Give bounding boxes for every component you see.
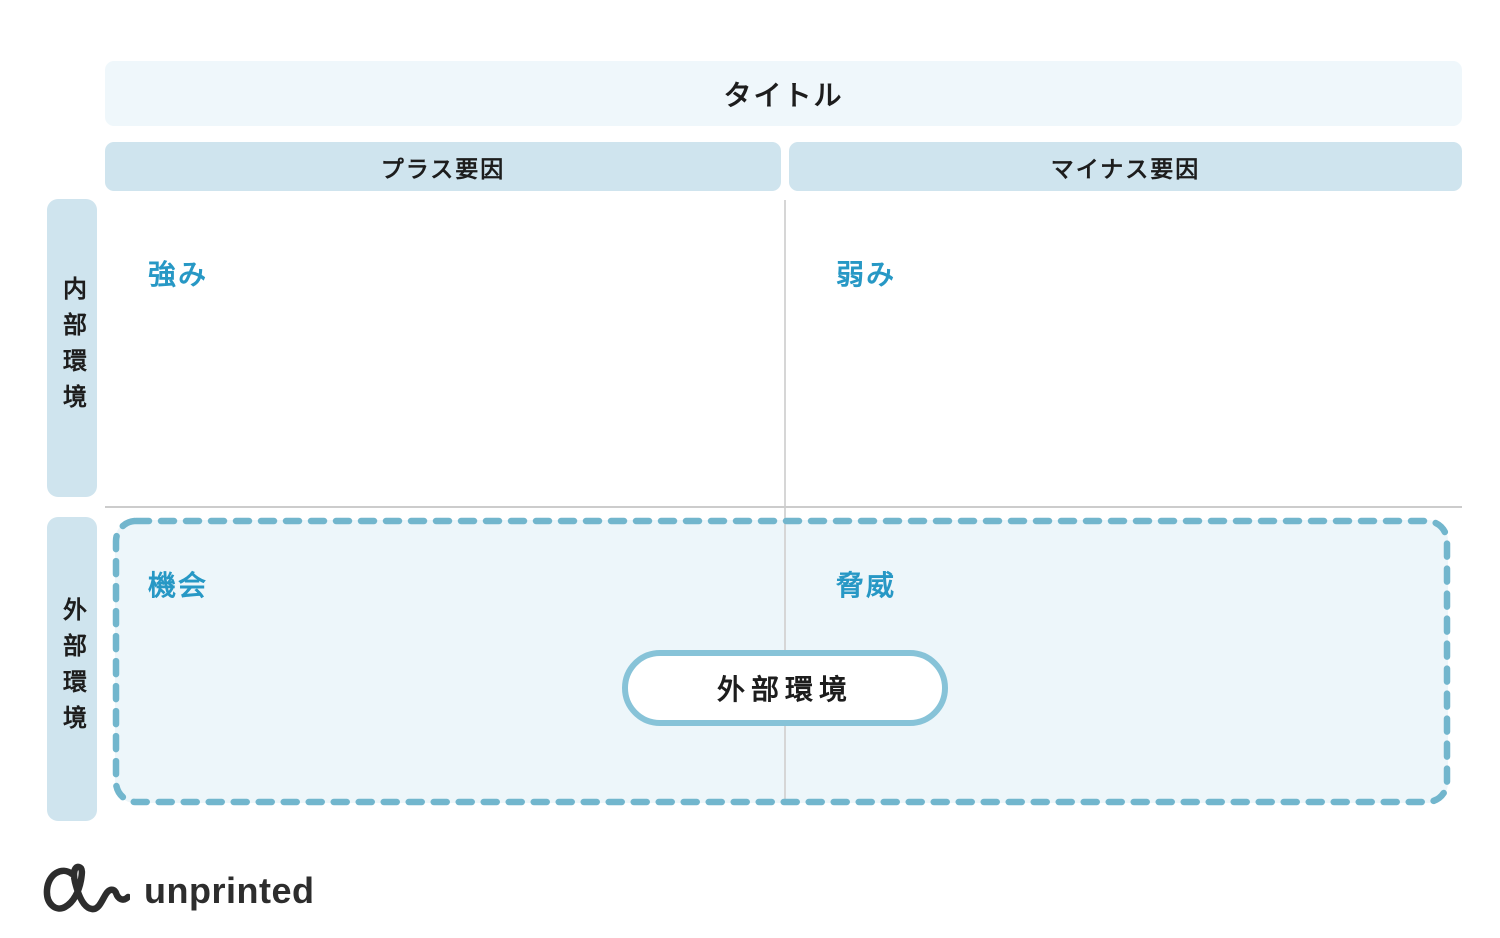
external-environment-pill: 外部環境 [622,650,948,726]
row-label-internal-text: 内部環境 [58,276,86,420]
diagram-title-bar: タイトル [105,61,1462,126]
quadrant-label-threats: 脅威 [836,570,897,601]
unprinted-logo: unprinted [38,858,314,924]
diagram-title: タイトル [723,79,844,111]
horizontal-divider [105,506,1462,508]
quadrant-label-weaknesses: 弱み [836,259,897,290]
unprinted-squiggle-icon [43,863,130,913]
vertical-divider [784,200,786,800]
unprinted-logo-text: unprinted [144,870,315,911]
row-label-internal-environment: 内部環境 [47,199,97,497]
column-header-minus-factors: マイナス要因 [789,142,1462,191]
column-header-plus-label: プラス要因 [380,155,506,182]
quadrant-label-strengths: 強み [148,259,209,290]
column-header-minus-label: マイナス要因 [1050,155,1201,182]
quadrant-label-opportunities: 機会 [148,570,209,601]
external-environment-pill-label: 外部環境 [716,674,853,705]
row-label-external-text: 外部環境 [58,597,86,741]
row-label-external-environment: 外部環境 [47,517,97,821]
column-header-plus-factors: プラス要因 [105,142,781,191]
